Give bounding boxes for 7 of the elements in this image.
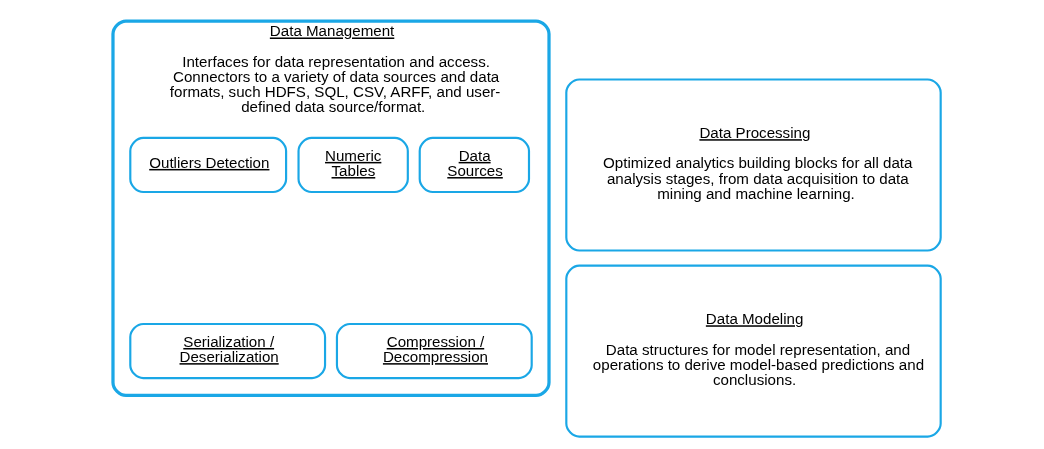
node-box: Data Processing Optimized analytics building blocks for all data analysis stages, from data acquisition to data mining and machine learning. [564,78,942,252]
node-box: Outliers Detection [128,136,287,194]
node-box: Compression / Decompression [335,322,533,380]
node-box: Data Sources [418,136,530,194]
node-box: Data Modeling Data structures for model representation, and operations to derive model-based predictions and conclusions. [564,264,942,438]
node-box: Numeric Tables [296,136,409,194]
node-box: Serialization / Deserialization [128,322,326,380]
